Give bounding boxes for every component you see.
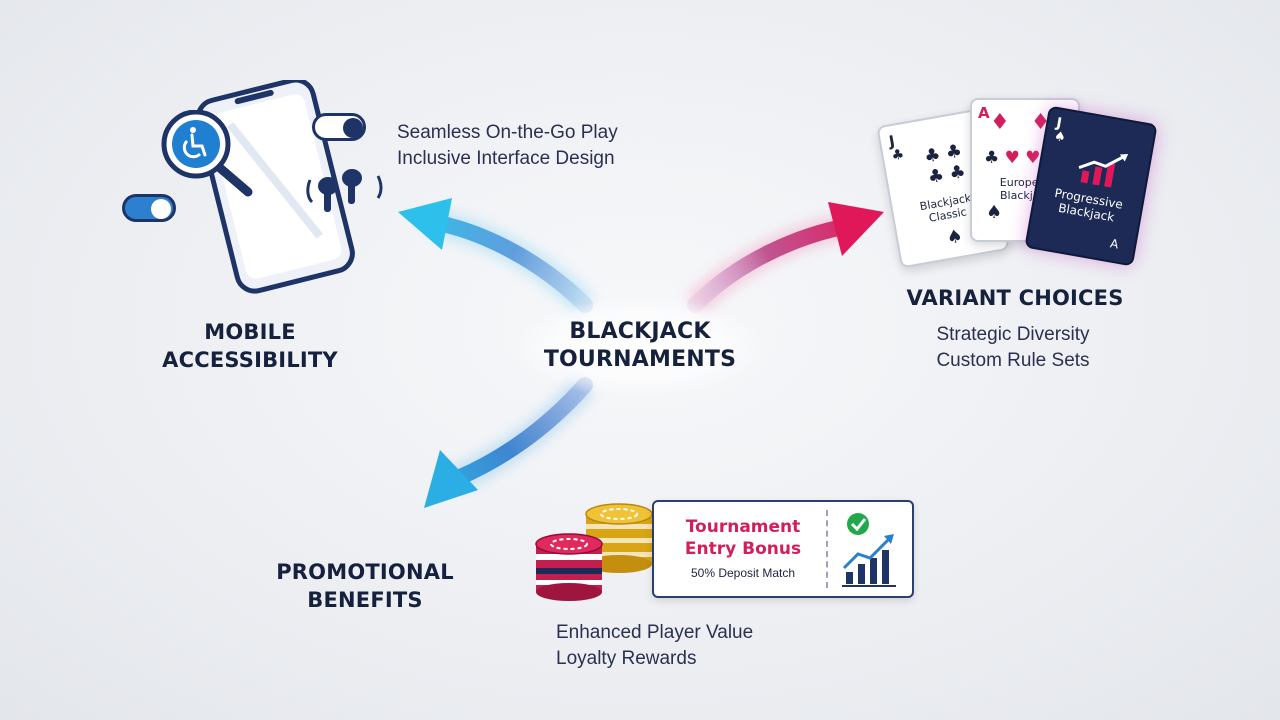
center-title: BLACKJACK TOURNAMENTS <box>520 318 760 374</box>
variant-cards: J ♣ ♣ ♣♣ ♣ Blackjack Classic ♠ A ♦ ♦ ♣ ♥… <box>876 90 1158 270</box>
variants-points: Strategic Diversity Custom Rule Sets <box>900 322 1126 374</box>
casino-chips-icon <box>535 503 653 601</box>
growth-chart-icon <box>1078 153 1129 188</box>
arrowhead-promo <box>424 450 478 508</box>
ticket-icons <box>842 513 896 587</box>
toggle-icon <box>312 113 366 141</box>
promo-heading-line-1: PROMOTIONAL <box>276 560 454 584</box>
arrowhead-mobile <box>398 198 452 250</box>
card-progressive-corner: A <box>1109 236 1120 252</box>
mobile-heading-line-1: MOBILE <box>204 320 296 344</box>
arrow-to-variants <box>687 218 856 313</box>
mobile-heading: MOBILE ACCESSIBILITY <box>130 318 370 374</box>
bonus-ticket: Tournament Entry Bonus 50% Deposit Match <box>652 500 914 598</box>
diamond-pips-icon: ♦ ♦ <box>990 110 1051 135</box>
ticket-perforation <box>826 510 828 588</box>
card-european-rank: A <box>978 104 990 122</box>
center-title-line-2: TOURNAMENTS <box>543 347 737 372</box>
variants-heading: VARIANT CHOICES <box>906 286 1124 310</box>
mobile-point-1: Seamless On-the-Go Play <box>397 122 618 143</box>
ticket-title-line-2: Entry Bonus <box>684 539 802 559</box>
club-pips-icon: ♣ ♣♣ ♣ <box>922 140 968 189</box>
promo-heading: PROMOTIONAL BENEFITS <box>250 558 480 614</box>
promo-point-1: Enhanced Player Value <box>556 622 754 643</box>
ticket-title-line-1: Tournament <box>685 517 801 537</box>
bar-chart-icon <box>842 534 896 587</box>
accessibility-icon <box>172 120 220 168</box>
spade-icon-2: ♠ <box>986 202 1003 223</box>
toggle-on-icon <box>122 194 176 222</box>
mobile-heading-line-2: ACCESSIBILITY <box>162 348 338 372</box>
variants-point-1: Strategic Diversity <box>936 324 1090 345</box>
ticket-subtitle: 50% Deposit Match <box>690 566 796 580</box>
ticket-title: Tournament Entry Bonus <box>668 516 818 560</box>
center-glow <box>520 300 760 395</box>
card-progressive: J ♠ Progressive Blackjack A <box>1024 105 1158 267</box>
promo-heading-line-2: BENEFITS <box>307 588 423 612</box>
spade-icon: ♠ <box>945 225 965 249</box>
center-title-line-1: BLACKJACK <box>569 319 711 344</box>
spade-small-icon: ♠ <box>1052 128 1067 146</box>
check-icon <box>847 513 869 535</box>
variants-point-2: Custom Rule Sets <box>936 350 1090 371</box>
earbuds-icon <box>306 169 383 212</box>
club-icon: ♣ <box>890 146 906 165</box>
arrowhead-variants <box>828 202 884 256</box>
arrow-to-mobile <box>424 214 593 313</box>
promo-points: Enhanced Player Value Loyalty Rewards <box>556 620 856 672</box>
magnifier-icon <box>161 110 253 197</box>
mobile-points: Seamless On-the-Go Play Inclusive Interf… <box>397 120 697 172</box>
promo-point-2: Loyalty Rewards <box>556 648 697 669</box>
mobile-illustration <box>118 77 388 300</box>
arrow-to-promo <box>450 377 593 486</box>
mobile-point-2: Inclusive Interface Design <box>397 148 615 169</box>
